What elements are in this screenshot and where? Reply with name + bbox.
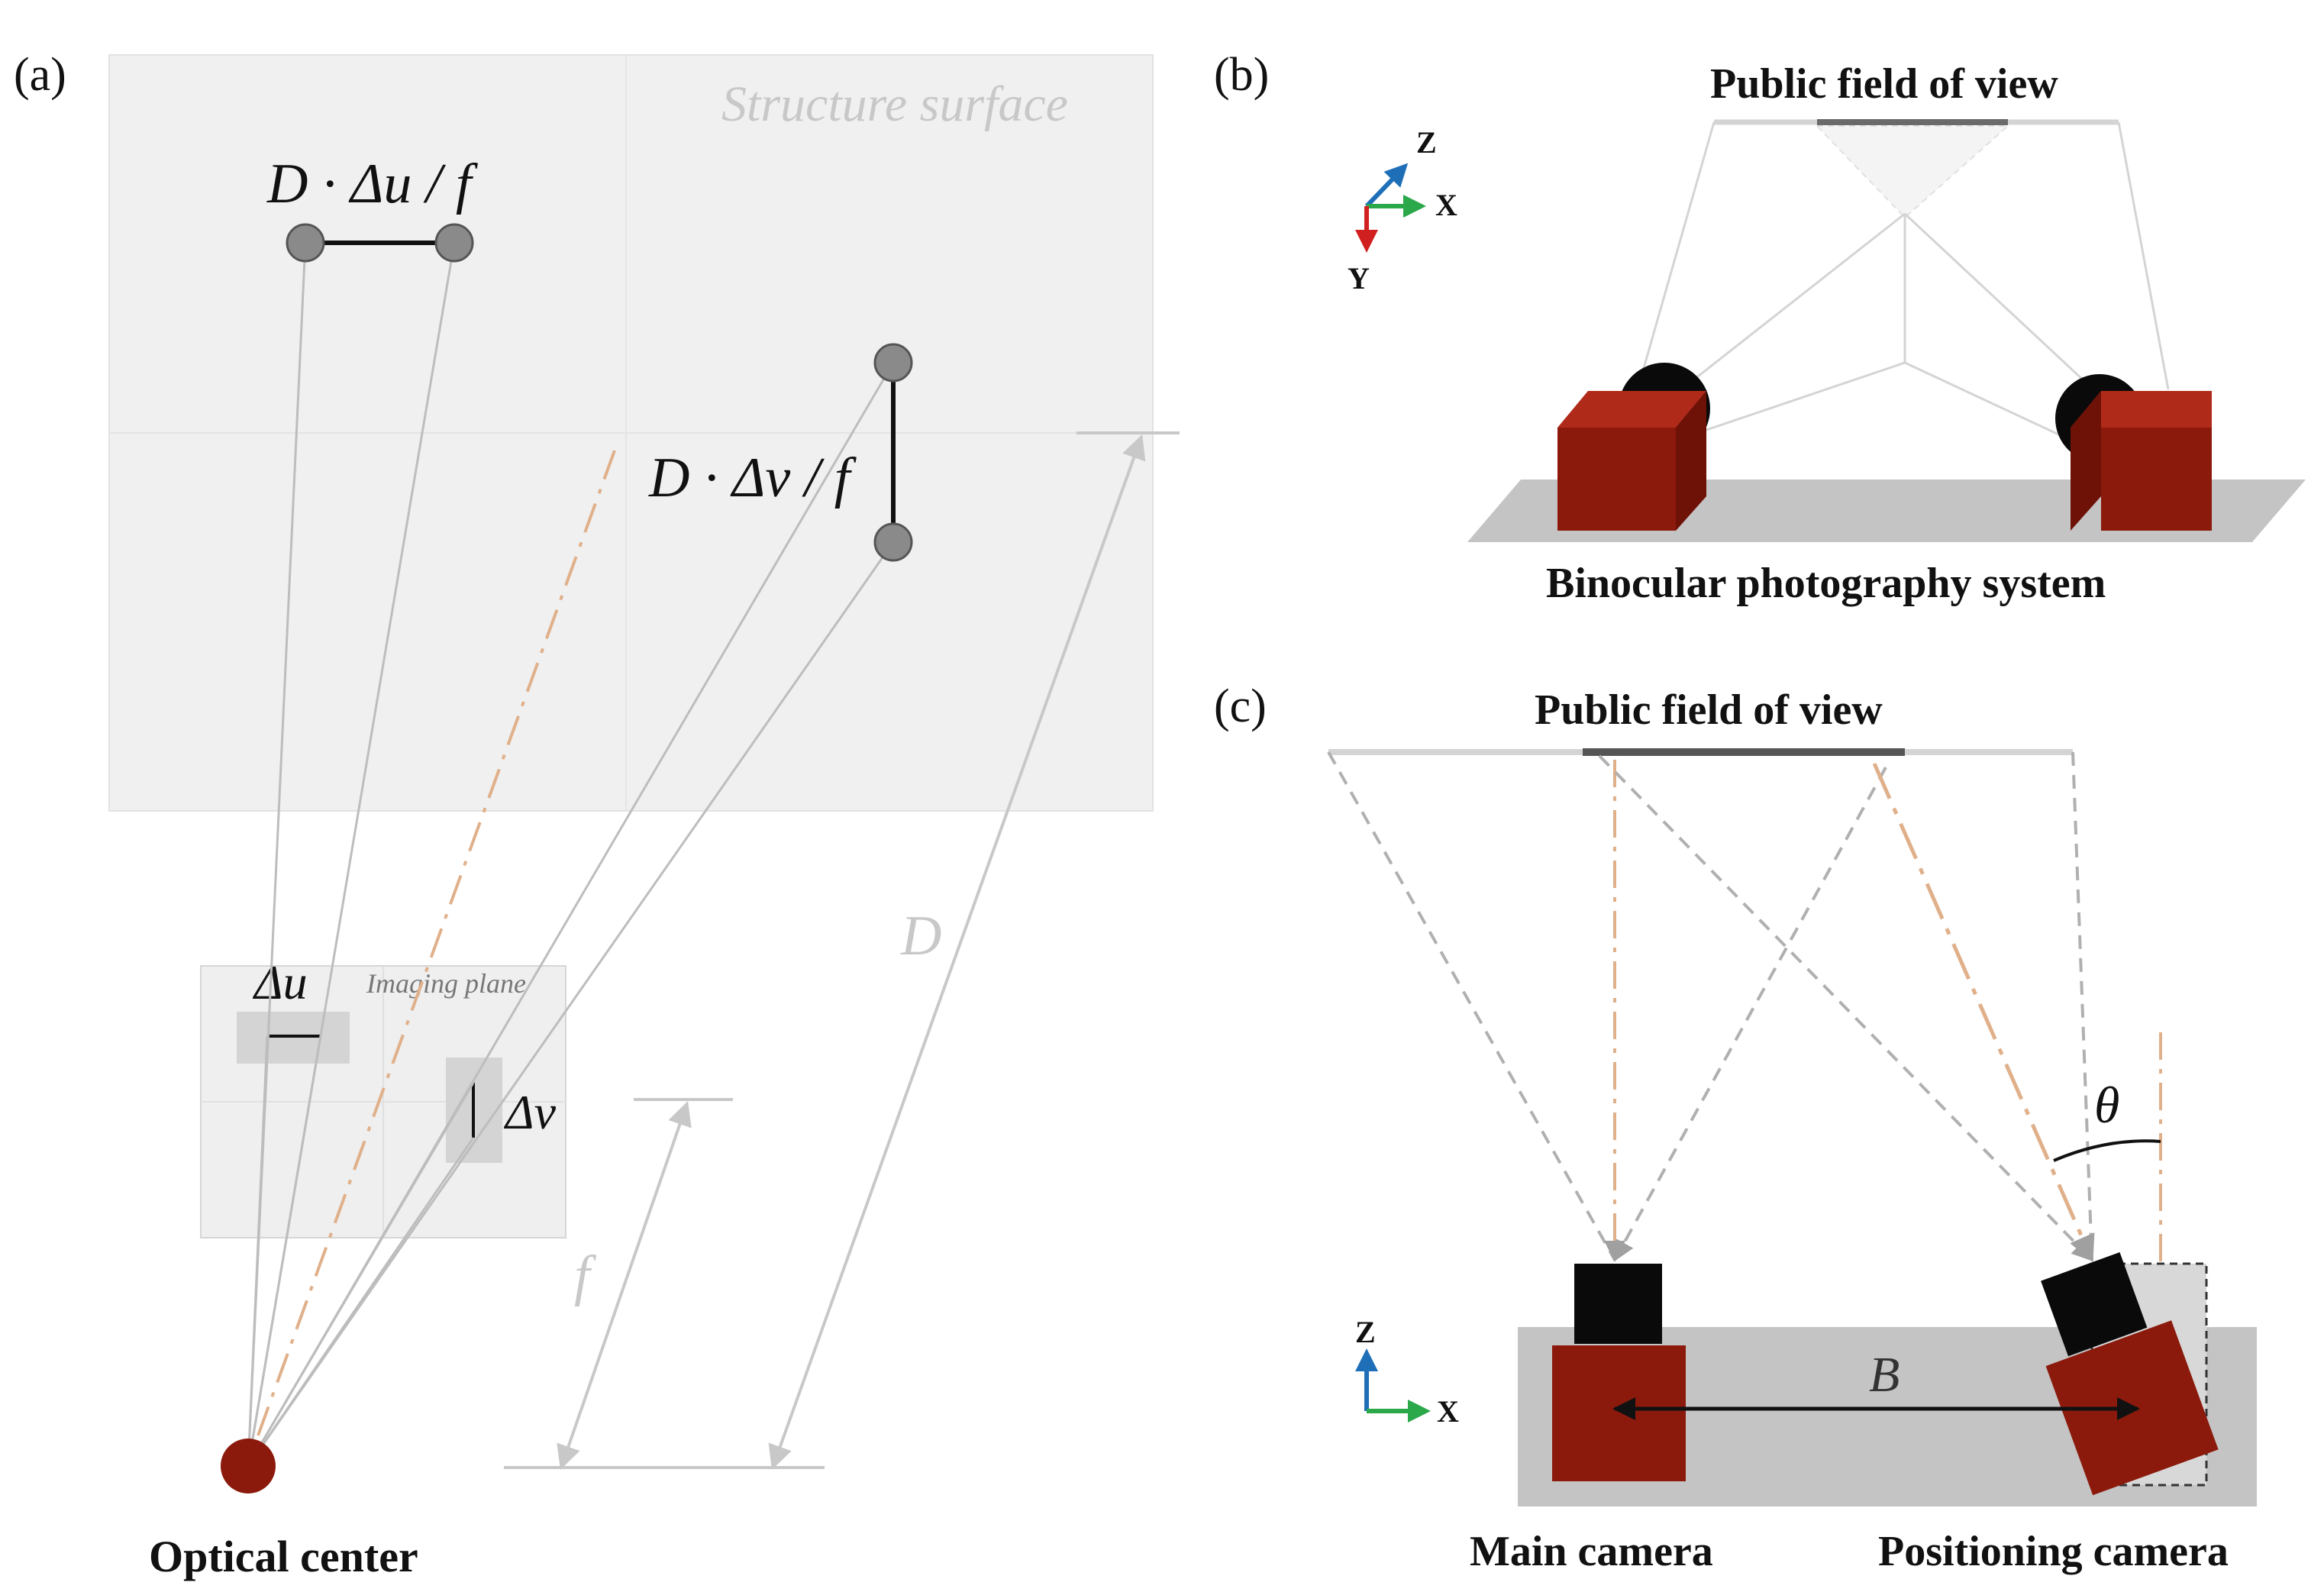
panel-c-main-camera-rays [1327, 751, 1887, 1262]
panel-c-main-camera-label: Main camera [1470, 1528, 1713, 1575]
panel-c-theta-label: θ [2094, 1076, 2119, 1134]
panel-c-positioning-camera-rays [1598, 751, 2093, 1262]
panel-b-label: (b) [1214, 49, 1269, 101]
du-projection-label: D · Δu / f [266, 153, 479, 215]
D-label: D [900, 905, 941, 967]
panel-c: (c) Public field of view θ [1214, 680, 2257, 1575]
f-label: f [574, 1245, 597, 1307]
panel-c-axis-z: Z [1355, 1315, 1376, 1349]
panel-b-axis-z: Z [1416, 125, 1437, 160]
panel-a-label: (a) [14, 49, 66, 101]
dv-label: Δv [503, 1085, 557, 1139]
panel-b-axis-triad: Z X Y [1348, 125, 1457, 295]
panel-c-fov-label: Public field of view [1535, 686, 1883, 734]
panel-b-fov-label: Public field of view [1710, 60, 2058, 108]
panel-b-axis-y: Y [1348, 261, 1370, 295]
structure-surface [108, 54, 1154, 812]
panel-c-B-label: B [1869, 1347, 1900, 1403]
optical-center-label: Optical center [149, 1532, 418, 1581]
panel-c-positioning-camera-label: Positioning camera [1878, 1528, 2229, 1575]
du-label: Δu [252, 955, 308, 1009]
imaging-plane [200, 965, 566, 1238]
dv-projection-label: D · Δv / f [648, 447, 857, 509]
panel-c-theta-arc [2053, 1139, 2161, 1162]
distance-dimension [768, 431, 1180, 1471]
optical-center-point [221, 1439, 276, 1494]
panel-b-right-camera [2055, 374, 2212, 531]
panel-a: (a) Structure surface Imaging plane Δu Δ… [14, 49, 1180, 1581]
imaging-plane-label: Imaging plane [366, 968, 526, 999]
panel-b: (b) Public field of view [1214, 49, 2306, 607]
structure-surface-label: Structure surface [721, 76, 1068, 132]
panel-c-label: (c) [1214, 680, 1267, 732]
panel-b-system-label: Binocular photography system [1546, 560, 2106, 607]
optical-axis-ray [257, 450, 616, 1436]
panel-c-main-camera [1552, 1264, 1686, 1481]
panel-b-left-camera [1557, 363, 1710, 531]
panel-c-axis-triad: Z X [1355, 1315, 1459, 1429]
panel-c-axis-x: X [1437, 1394, 1459, 1429]
panel-b-axis-x: X [1435, 188, 1457, 222]
du-projection-segment [286, 223, 474, 263]
